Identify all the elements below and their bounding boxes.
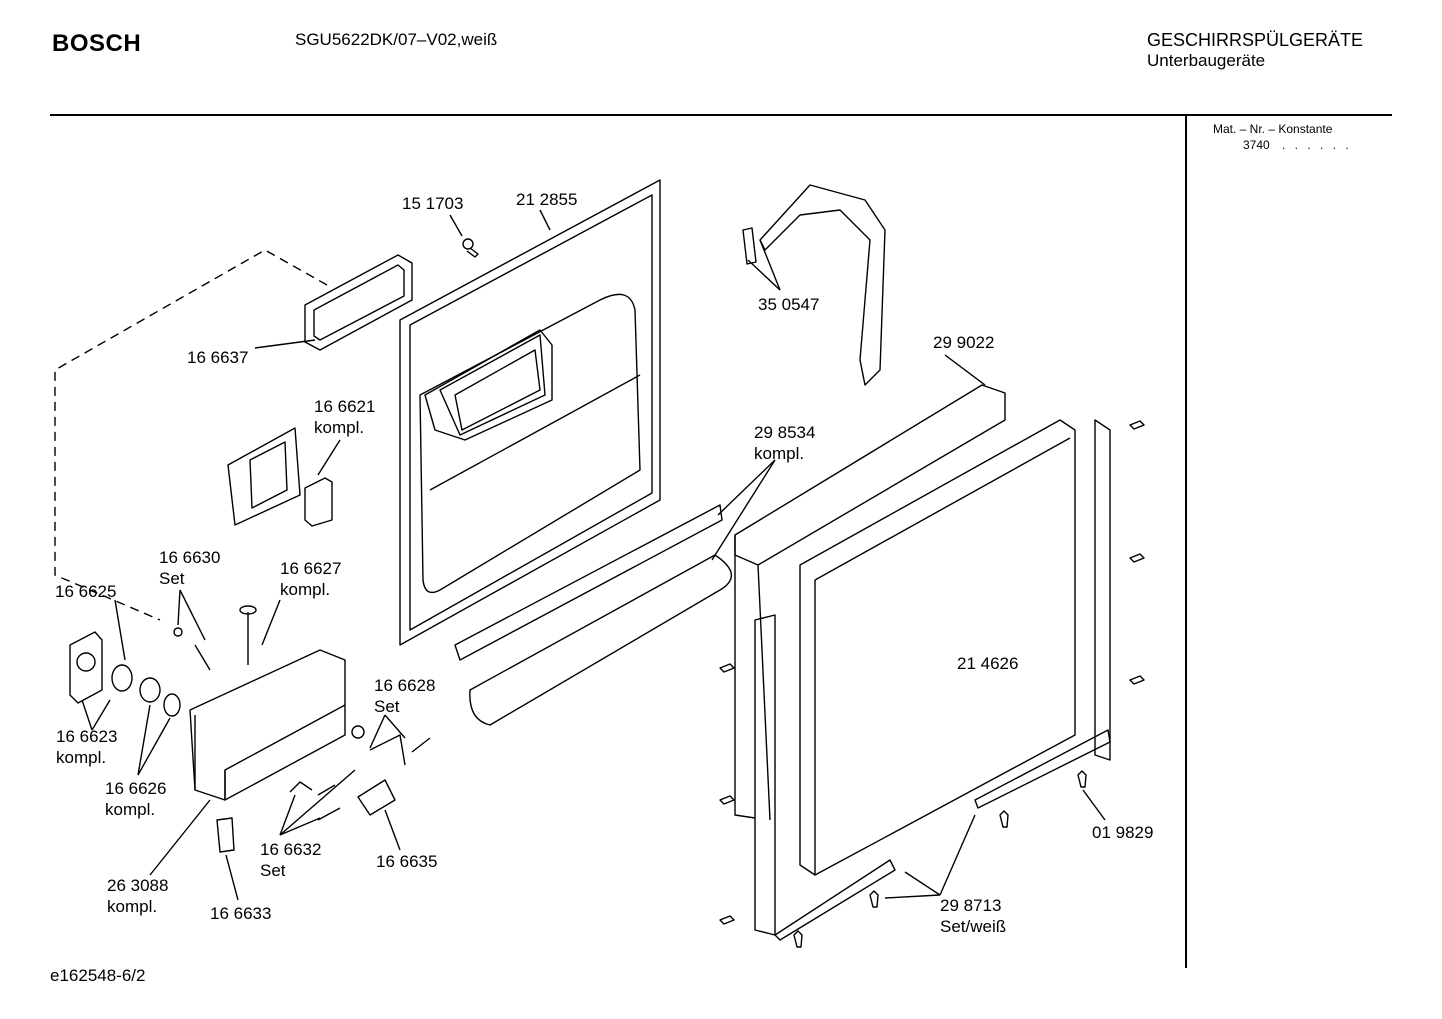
mat-nr-label: Mat. – Nr. – Konstante xyxy=(1213,122,1333,136)
part-number-label: 35 0547 xyxy=(758,295,819,314)
part-number-label: 16 6637 xyxy=(187,348,248,367)
part-number-label: 15 1703 xyxy=(402,194,463,213)
handle-bracket-part xyxy=(742,184,886,386)
inner-door-panel xyxy=(399,179,661,646)
screw-part xyxy=(462,238,479,258)
brand-logo: BOSCH xyxy=(52,30,142,57)
dispenser-cover-part xyxy=(227,427,333,527)
part-number-label: 16 6630 xyxy=(159,548,220,567)
door-cover-part xyxy=(69,631,181,717)
decor-panel-part xyxy=(799,419,1076,876)
part-number-label: 16 6633 xyxy=(210,904,271,923)
part-number-label: 16 6632 xyxy=(260,840,321,859)
mat-nr-value: 3740 xyxy=(1243,138,1270,152)
drawing-id: e162548-6/2 xyxy=(50,966,146,985)
part-qualifier-label: kompl. xyxy=(314,418,364,437)
appliance-category: GESCHIRRSPÜLGERÄTE xyxy=(1147,30,1364,50)
header-divider xyxy=(50,114,1392,116)
part-qualifier-label: Set xyxy=(159,569,185,588)
part-qualifier-label: kompl. xyxy=(280,580,330,599)
frame-screws xyxy=(719,420,1145,948)
side-panel-divider xyxy=(1185,116,1187,968)
part-number-label: 16 6626 xyxy=(105,779,166,798)
part-number-label: 16 6628 xyxy=(374,676,435,695)
model-number: SGU5622DK/07–V02,weiß xyxy=(295,30,498,49)
part-number-label: 26 3088 xyxy=(107,876,168,895)
part-number-label: 29 8534 xyxy=(754,423,815,442)
outer-door-part xyxy=(734,384,1006,821)
part-number-label: 29 8713 xyxy=(940,896,1001,915)
part-qualifier-label: Set xyxy=(260,861,286,880)
part-number-label: 16 6625 xyxy=(55,582,116,601)
hinge-strip-part xyxy=(454,504,732,726)
part-number-label: 29 9022 xyxy=(933,333,994,352)
gasket-part xyxy=(304,254,413,351)
part-qualifier-label: kompl. xyxy=(754,444,804,463)
part-number-label: 16 6623 xyxy=(56,727,117,746)
part-number-label: 16 6627 xyxy=(280,559,341,578)
part-qualifier-label: kompl. xyxy=(105,800,155,819)
part-number-label: 01 9829 xyxy=(1092,823,1153,842)
assembly-dashed-line xyxy=(54,249,328,621)
part-qualifier-label: Set/weiß xyxy=(940,917,1006,936)
part-qualifier-label: kompl. xyxy=(56,748,106,767)
part-qualifier-label: kompl. xyxy=(107,897,157,916)
part-number-label: 21 4626 xyxy=(957,654,1018,673)
part-qualifier-label: Set xyxy=(374,697,400,716)
small-parts xyxy=(173,605,431,853)
part-number-label: 16 6621 xyxy=(314,397,375,416)
leader-lines xyxy=(81,209,1106,901)
mat-nr-dots: . . . . . . xyxy=(1282,138,1352,152)
appliance-subcategory: Unterbaugeräte xyxy=(1147,51,1266,70)
frame-profile-part xyxy=(754,419,1111,941)
part-number-label: 21 2855 xyxy=(516,190,577,209)
lock-housing-part xyxy=(189,649,346,801)
part-number-label: 16 6635 xyxy=(376,852,437,871)
